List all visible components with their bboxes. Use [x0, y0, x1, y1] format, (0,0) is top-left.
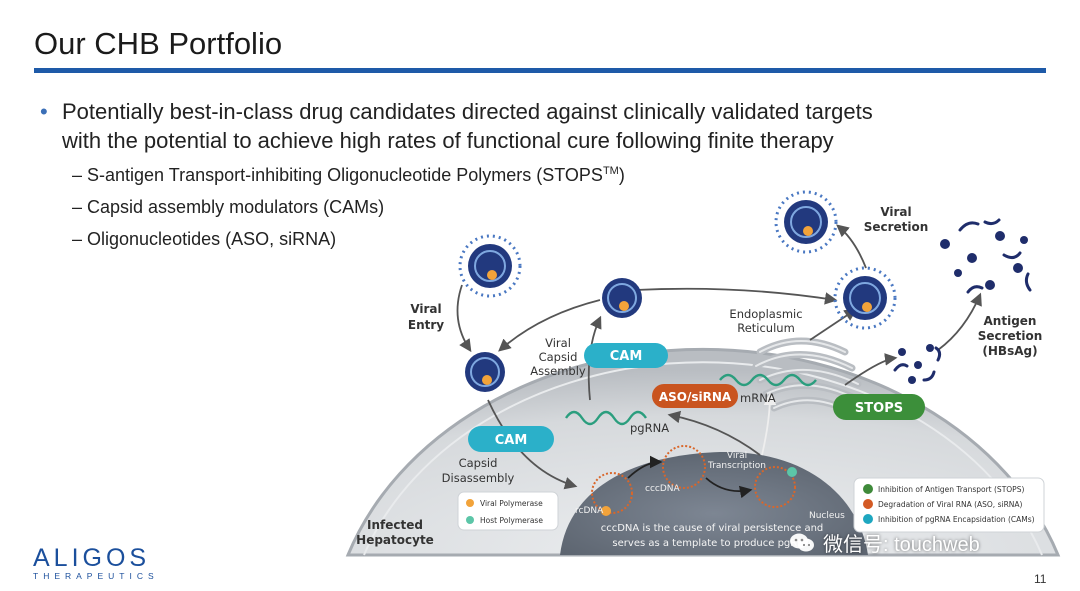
cell-membrane-inner	[363, 361, 1043, 556]
slide-title: Our CHB Portfolio	[34, 26, 283, 61]
stops-pill: STOPS	[833, 394, 925, 420]
label-viral-capsid-assembly-2: Capsid	[539, 350, 578, 364]
capsid-assembled	[602, 278, 642, 318]
legend-stops-label: Inhibition of Antigen Transport (STOPS)	[878, 485, 1024, 494]
legend-stops-swatch	[863, 484, 873, 494]
rcdna-to-cccdna-arrow	[627, 455, 663, 479]
subbullet-stops-text: – S-antigen Transport-inhibiting Oligonu…	[72, 165, 603, 185]
viral-polymerase-dot	[601, 506, 611, 516]
bullet-line-2: with the potential to achieve high rates…	[62, 128, 834, 153]
subbullet-oligos: – Oligonucleotides (ASO, siRNA)	[72, 229, 337, 249]
label-pgrna: pgRNA	[630, 421, 669, 435]
label-viral-entry-1: Viral	[410, 302, 441, 316]
watermark-text: 微信号: touchweb	[823, 534, 980, 556]
er-to-antigen-arrow	[844, 353, 898, 386]
er-to-secretion-arrow	[809, 308, 858, 341]
bullet-line-1: Potentially best-in-class drug candidate…	[62, 99, 873, 124]
page-number: 11	[1034, 572, 1047, 586]
pgrna-strand	[565, 410, 647, 426]
stops-pill-label: STOPS	[855, 401, 903, 416]
cam-pill-top-label: CAM	[610, 349, 643, 364]
transcription-up-arrow	[761, 392, 777, 456]
label-rcdna: rcDNA	[575, 506, 604, 516]
legend-aso-label: Degradation of Viral RNA (ASO, siRNA)	[878, 500, 1023, 509]
label-viral-transcription-2: Transcription	[707, 461, 766, 471]
cam-pill-top: CAM	[584, 343, 668, 368]
logo-name: ALIGOS	[33, 544, 151, 572]
virion-secreted	[774, 190, 838, 254]
label-viral-transcription-1: Viral	[727, 451, 747, 461]
label-viral-entry-2: Entry	[408, 318, 444, 332]
label-viral-capsid-assembly-3: Assembly	[530, 364, 586, 378]
label-er-1: Endoplasmic	[729, 307, 802, 321]
mrna-strand	[719, 373, 817, 387]
logo-subtitle: THERAPEUTICS	[33, 571, 159, 581]
viral-polymerase-label: Viral Polymerase	[480, 499, 543, 508]
pgrna-export-arrow	[667, 410, 761, 456]
label-viral-capsid-assembly-1: Viral	[545, 336, 571, 350]
label-antigen-secretion-2: Secretion	[978, 329, 1043, 343]
aligos-logo: ALIGOS THERAPEUTICS	[33, 544, 159, 581]
transcribing-cccdna-circle	[754, 466, 796, 508]
virion-entering	[465, 352, 505, 392]
hbsag-particles-intracellular	[893, 344, 942, 384]
label-antigen-secretion-1: Antigen	[984, 314, 1037, 328]
label-nucleus: Nucleus	[809, 511, 845, 521]
recycle-arrow	[498, 299, 601, 352]
title-underline	[34, 68, 1046, 73]
host-polymerase-swatch	[466, 516, 474, 524]
label-infected-2: Hepatocyte	[356, 533, 434, 547]
label-er-2: Reticulum	[737, 321, 795, 335]
disassembly-arrow	[487, 399, 578, 490]
label-cccdna: cccDNA	[645, 484, 681, 494]
legend-cam-label: Inhibition of pgRNA Encapsidation (CAMs)	[878, 515, 1035, 524]
polymerase-legend: Viral Polymerase Host Polymerase	[457, 491, 559, 531]
viral-secretion-arrow	[836, 224, 867, 269]
rcdna-circle	[591, 472, 633, 514]
nucleus	[560, 451, 868, 555]
label-antigen-secretion-3: (HBsAg)	[982, 344, 1037, 358]
label-viral-secretion-2: Secretion	[864, 220, 929, 234]
main-bullet: • Potentially best-in-class drug candida…	[40, 97, 1020, 155]
caption-line-1: cccDNA is the cause of viral persistence…	[601, 523, 824, 534]
aso-sirna-pill: ASO/siRNA	[652, 384, 738, 408]
wechat-watermark: 微信号: touchweb	[789, 528, 980, 557]
virion-outside-entry	[458, 234, 522, 298]
aso-sirna-pill-label: ASO/siRNA	[659, 390, 732, 404]
wechat-icon	[790, 533, 814, 551]
subbullet-stops-tail: )	[618, 165, 625, 185]
legend-aso-swatch	[863, 499, 873, 509]
mechanism-legend: Inhibition of Antigen Transport (STOPS) …	[853, 477, 1045, 533]
cccdna-circle	[662, 445, 706, 489]
antigen-secretion-arrow	[937, 292, 982, 351]
caption-line-2: serves as a template to produce pgRNA	[612, 538, 811, 549]
entry-arrow	[456, 284, 472, 353]
label-viral-secretion-1: Viral	[880, 205, 911, 219]
cccdna-to-transcription-arrow	[705, 477, 753, 499]
trademark-sup: TM	[602, 165, 619, 177]
label-mrna: mRNA	[740, 391, 776, 405]
label-capsid-disassembly-1: Capsid	[459, 456, 498, 470]
host-polymerase-dot	[787, 467, 797, 477]
cam-pill-bottom: CAM	[468, 426, 554, 452]
capsid-to-er-arrow	[634, 287, 838, 305]
virion-budding	[833, 266, 897, 330]
subbullet-stops: – S-antigen Transport-inhibiting Oligonu…	[72, 165, 625, 186]
legend-cam-swatch	[863, 514, 873, 524]
label-capsid-disassembly-2: Disassembly	[442, 471, 515, 485]
cam-pill-bottom-label: CAM	[495, 433, 528, 448]
viral-polymerase-swatch	[466, 499, 474, 507]
host-polymerase-label: Host Polymerase	[480, 516, 543, 525]
bullet-marker: •	[40, 99, 48, 124]
label-infected-1: Infected	[367, 518, 423, 532]
hbsag-particles-secreted	[940, 218, 1032, 294]
subbullet-cams: – Capsid assembly modulators (CAMs)	[72, 197, 385, 217]
